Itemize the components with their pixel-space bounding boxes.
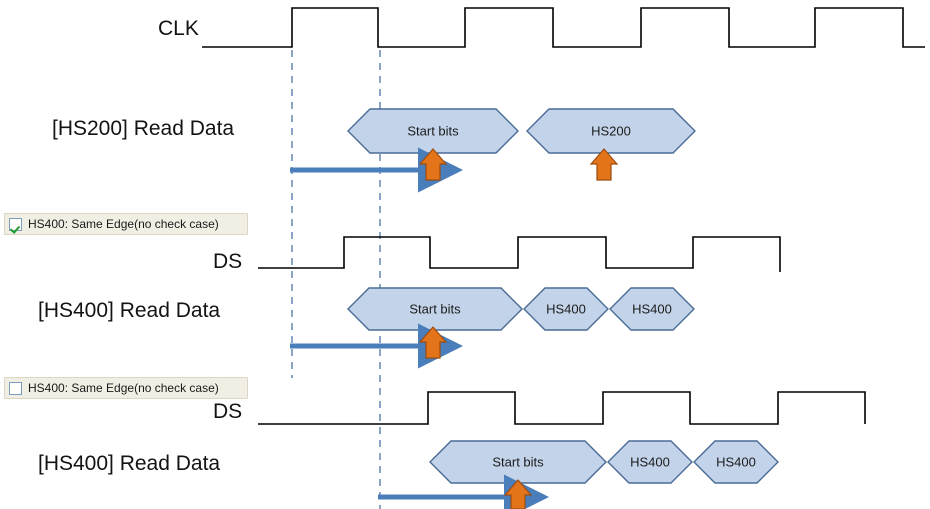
empty-checkbox-icon[interactable] [9, 381, 22, 395]
sample-point-arrow-hs400a [418, 326, 448, 359]
ds-waveform-1 [258, 236, 781, 272]
checkbox-hs400-same-edge-unchecked[interactable]: HS400: Same Edge(no check case) [4, 377, 248, 399]
hs200-read-data-label: [HS200] Read Data [52, 117, 235, 140]
hex-hs400b-start-bits [429, 440, 607, 484]
sample-point-arrow-hs200-start [418, 148, 448, 181]
checkbox-hs400-same-edge-checked[interactable]: HS400: Same Edge(no check case) [4, 213, 248, 235]
checkbox-hs400-same-edge-checked-label: HS400: Same Edge(no check case) [28, 217, 219, 231]
hex-hs200-data [526, 108, 696, 154]
clk-waveform [202, 7, 925, 48]
hex-hs400a-data-1 [523, 287, 609, 331]
data-packet-group [347, 108, 779, 484]
ds-label-2: DS [213, 400, 243, 423]
marker-lines-group [291, 50, 381, 509]
latency-arrow-group [290, 147, 549, 509]
hex-hs400a-start-bits [347, 287, 523, 331]
sample-point-arrow-hs400b [503, 479, 533, 509]
checkmark-icon[interactable] [9, 217, 22, 231]
hex-hs400b-data-1 [607, 440, 693, 484]
hex-hs200-start-bits [347, 108, 519, 154]
ds-label-1: DS [213, 250, 243, 273]
hs400-read-data-label-1: [HS400] Read Data [38, 299, 221, 322]
hs400-read-data-label-2: [HS400] Read Data [38, 452, 221, 475]
sample-point-arrow-hs200-data [589, 148, 619, 181]
hex-hs400b-data-2 [693, 440, 779, 484]
sample-point-arrow-group [418, 148, 619, 509]
ds-waveform-2 [258, 391, 866, 425]
hex-hs400a-data-2 [609, 287, 695, 331]
checkbox-hs400-same-edge-unchecked-label: HS400: Same Edge(no check case) [28, 381, 219, 395]
clk-label: CLK [158, 17, 199, 40]
